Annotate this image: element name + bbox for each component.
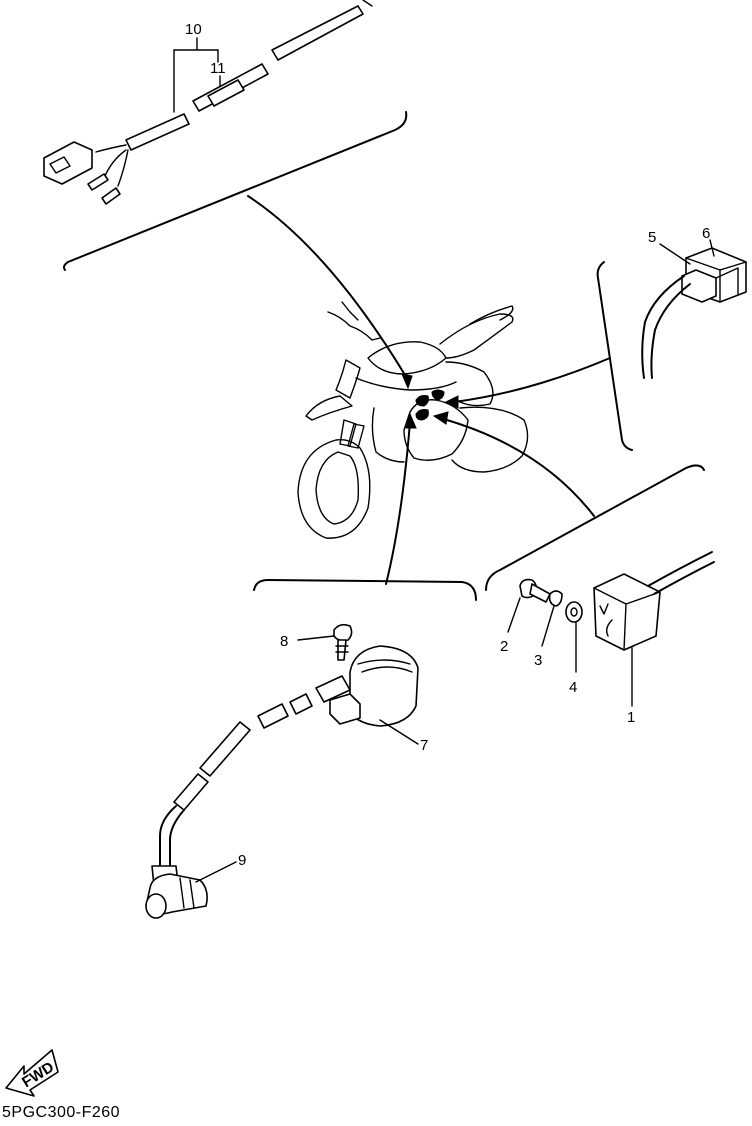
callout-7: 7: [420, 737, 428, 754]
seat: [439, 313, 514, 359]
wire-terminal-a: [87, 173, 109, 191]
hv-lead-wire: [159, 805, 177, 867]
callout-3: 3: [534, 652, 542, 669]
rear-wheel: [451, 406, 529, 473]
callout-leaders-10-11: [173, 37, 221, 113]
callout-1: 1: [627, 709, 635, 726]
coil-mount-tab: [329, 693, 361, 725]
callout-2: 2: [500, 638, 508, 655]
mount-point-c: [415, 409, 429, 421]
drawing-code: 5PGC300-F260: [2, 1104, 121, 1121]
spring-washer-3: [548, 590, 563, 607]
leader-7: [379, 719, 419, 745]
detail-panel-border-lower-right: [485, 464, 705, 591]
callout-11: 11: [210, 60, 226, 77]
callout-5: 5: [648, 229, 656, 246]
ignition-coil-body: [349, 645, 419, 727]
detail-panel-border-right: [596, 261, 633, 451]
motorcycle-outline: [297, 301, 529, 539]
mount-point-b: [431, 389, 445, 401]
wire-harness-detail: [43, 0, 408, 271]
leader-9: [195, 861, 237, 883]
hv-lead-cap: [257, 703, 289, 729]
leader-5: [659, 243, 691, 265]
plug-cap-opening: [145, 893, 167, 919]
detail-panel-border-lower-left: [253, 579, 477, 601]
wire-sleeve-11: [207, 79, 245, 107]
callout-6: 6: [702, 225, 710, 242]
switch-detail: [596, 247, 747, 451]
coil-terminal: [315, 675, 351, 703]
fuel-tank: [367, 341, 447, 375]
switch-cap: [681, 269, 717, 303]
callout-10: 10: [185, 21, 202, 38]
screw-8-head: [333, 623, 353, 642]
cdi-unit-body: [593, 573, 661, 651]
wire-tube-upper: [271, 5, 364, 61]
pointer-line-cdi: [439, 417, 595, 517]
callout-9: 9: [238, 852, 246, 869]
leader-8: [297, 635, 335, 641]
wire-tube-lower: [125, 113, 190, 151]
fwd-arrow-icon: FWD: [5, 1049, 59, 1097]
switch-lead: [641, 275, 685, 379]
detail-panel-border-top-left: [63, 111, 408, 271]
pointer-line-switch: [453, 357, 611, 403]
leader-6: [709, 239, 715, 257]
pointer-line-harness: [247, 195, 409, 381]
cdi-unit-detail: [485, 464, 715, 651]
engine: [403, 399, 469, 461]
leader-3: [541, 605, 555, 647]
front-fender: [305, 395, 353, 421]
pointer-line-coil: [385, 421, 411, 585]
leader-2: [507, 597, 521, 633]
cdi-lead: [647, 551, 713, 587]
bolt-2-shank: [529, 583, 551, 603]
side-cover: [445, 361, 494, 407]
rear-fender: [469, 305, 514, 325]
ignition-coil-detail: [145, 579, 477, 919]
hv-lead-lower: [173, 773, 209, 811]
hv-lead-upper: [199, 721, 251, 777]
callout-4: 4: [569, 679, 577, 696]
wire-terminal-b: [101, 187, 121, 205]
hv-lead-boot: [289, 693, 313, 715]
callout-8: 8: [280, 633, 288, 650]
mount-point-a: [415, 395, 429, 407]
headlight-plate: [335, 359, 361, 399]
plain-washer-4: [565, 601, 583, 623]
handlebar: [327, 311, 381, 341]
screw-8-shank: [337, 639, 347, 661]
